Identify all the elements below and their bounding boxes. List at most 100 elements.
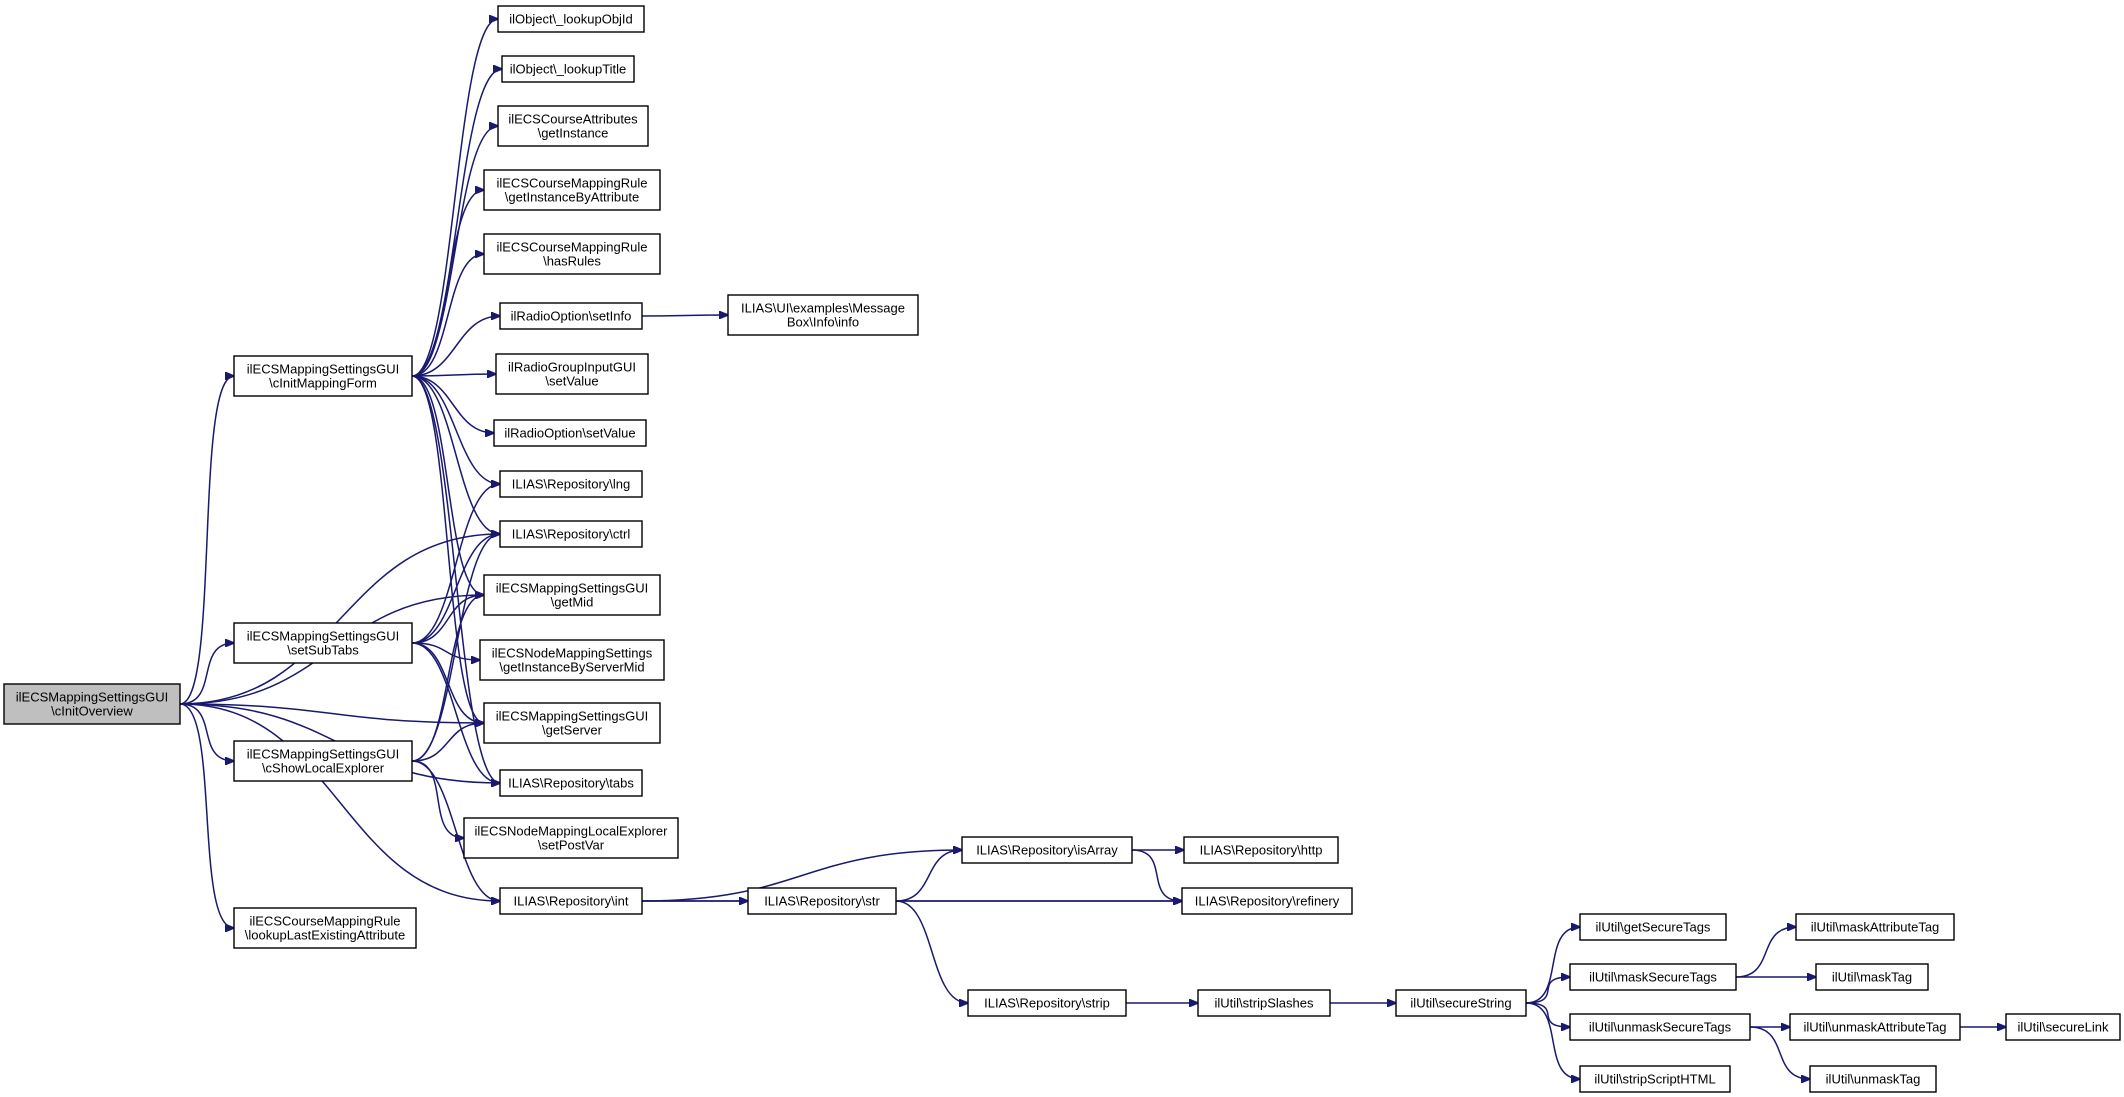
node-label-line: ilUtil\unmaskTag — [1826, 1072, 1921, 1087]
node-box[interactable] — [961, 836, 1133, 864]
node-show-local[interactable]: ilECSMappingSettingsGUI\cShowLocalExplor… — [233, 740, 413, 782]
node-box[interactable] — [747, 887, 897, 915]
node-box[interactable] — [1789, 1013, 1961, 1041]
node-box[interactable] — [483, 233, 661, 275]
node-box[interactable] — [967, 989, 1127, 1017]
node-box[interactable] — [1579, 913, 1727, 941]
node-get-mid[interactable]: ilECSMappingSettingsGUI\getMid — [483, 574, 661, 616]
node-label-line: \getInstanceByServerMid — [499, 660, 644, 675]
node-strip-slashes[interactable]: ilUtil\stripSlashes — [1197, 989, 1331, 1017]
node-box[interactable] — [1569, 963, 1737, 991]
node-box[interactable] — [1183, 836, 1339, 864]
node-box[interactable] — [501, 55, 635, 83]
node-box[interactable] — [479, 639, 665, 681]
node-box[interactable] — [493, 419, 647, 447]
node-label-line: \getInstance — [538, 126, 609, 141]
node-mask-attr-tag[interactable]: ilUtil\maskAttributeTag — [1795, 913, 1955, 941]
node-box[interactable] — [483, 574, 661, 616]
node-box[interactable] — [495, 353, 649, 395]
edge-init-mapping-to-lookup-title — [411, 69, 502, 377]
node-box[interactable] — [1809, 1065, 1937, 1093]
node-box[interactable] — [499, 887, 643, 915]
node-http[interactable]: ILIAS\Repository\http — [1183, 836, 1339, 864]
node-box[interactable] — [233, 622, 413, 664]
node-int[interactable]: ILIAS\Repository\int — [499, 887, 643, 915]
node-box[interactable] — [499, 302, 643, 330]
node-label-line: \getInstanceByAttribute — [505, 190, 639, 205]
edge-root-to-init-mapping — [179, 376, 234, 705]
node-box[interactable] — [3, 683, 181, 725]
node-unmask-attr-tag[interactable]: ilUtil\unmaskAttributeTag — [1789, 1013, 1961, 1041]
node-box[interactable] — [483, 702, 661, 744]
node-label-line: ILIAS\Repository\http — [1200, 843, 1323, 858]
node-secure-string[interactable]: ilUtil\secureString — [1395, 989, 1527, 1017]
node-box[interactable] — [1569, 1013, 1751, 1041]
edge-init-mapping-to-lng — [411, 375, 500, 484]
edge-init-mapping-to-has-rules — [411, 254, 484, 377]
node-box[interactable] — [499, 520, 643, 548]
node-get-server[interactable]: ilECSMappingSettingsGUI\getServer — [483, 702, 661, 744]
node-label-line: ilRadioGroupInputGUI — [508, 360, 636, 375]
node-rule-by-attr[interactable]: ilECSCourseMappingRule\getInstanceByAttr… — [483, 169, 661, 211]
node-refinery[interactable]: ILIAS\Repository\refinery — [1181, 887, 1353, 915]
node-box[interactable] — [1197, 989, 1331, 1017]
edge-init-mapping-to-set-info — [411, 316, 500, 377]
node-label-line: Box\Info\info — [787, 315, 859, 330]
node-lookup-obj-id[interactable]: ilObject\_lookupObjId — [497, 5, 645, 33]
node-box[interactable] — [463, 817, 679, 859]
node-box[interactable] — [1815, 963, 1929, 991]
node-label-line: \setPostVar — [538, 838, 605, 853]
node-get-secure-tags[interactable]: ilUtil\getSecureTags — [1579, 913, 1727, 941]
node-lookup-title[interactable]: ilObject\_lookupTitle — [501, 55, 635, 83]
node-str[interactable]: ILIAS\Repository\str — [747, 887, 897, 915]
node-box[interactable] — [483, 169, 661, 211]
node-box[interactable] — [233, 907, 417, 949]
edge-init-mapping-to-radio-group — [411, 374, 496, 376]
node-box[interactable] — [499, 769, 643, 797]
node-box[interactable] — [1395, 989, 1527, 1017]
node-unmask-tag[interactable]: ilUtil\unmaskTag — [1809, 1065, 1937, 1093]
node-box[interactable] — [497, 105, 649, 147]
edge-secure-string-to-get-secure-tags — [1525, 927, 1580, 1004]
node-course-attr[interactable]: ilECSCourseAttributes\getInstance — [497, 105, 649, 147]
node-label-line: \cInitMappingForm — [269, 376, 377, 391]
node-root[interactable]: ilECSMappingSettingsGUI\cInitOverview — [3, 683, 181, 725]
edge-init-mapping-to-ctrl — [411, 375, 500, 534]
node-box[interactable] — [1795, 913, 1955, 941]
node-lng[interactable]: ILIAS\Repository\lng — [499, 470, 643, 498]
node-local-explorer[interactable]: ilECSNodeMappingLocalExplorer\setPostVar — [463, 817, 679, 859]
node-box[interactable] — [233, 740, 413, 782]
node-box[interactable] — [499, 470, 643, 498]
node-set-sub-tabs[interactable]: ilECSMappingSettingsGUI\setSubTabs — [233, 622, 413, 664]
node-radio-group[interactable]: ilRadioGroupInputGUI\setValue — [495, 353, 649, 395]
node-tabs[interactable]: ILIAS\Repository\tabs — [499, 769, 643, 797]
node-label-line: ilRadioOption\setInfo — [511, 309, 632, 324]
node-set-info[interactable]: ilRadioOption\setInfo — [499, 302, 643, 330]
node-box[interactable] — [233, 355, 413, 397]
edge-show-local-to-int — [411, 760, 500, 901]
node-label-line: ilECSCourseMappingRule — [496, 176, 647, 191]
node-mask-secure-tags[interactable]: ilUtil\maskSecureTags — [1569, 963, 1737, 991]
node-secure-link[interactable]: ilUtil\secureLink — [2005, 1013, 2121, 1041]
node-node-mapping[interactable]: ilECSNodeMappingSettings\getInstanceBySe… — [479, 639, 665, 681]
node-has-rules[interactable]: ilECSCourseMappingRule\hasRules — [483, 233, 661, 275]
node-ctrl[interactable]: ILIAS\Repository\ctrl — [499, 520, 643, 548]
node-label-line: \cInitOverview — [51, 704, 133, 719]
node-label-line: ilECSMappingSettingsGUI — [16, 690, 168, 705]
node-box[interactable] — [2005, 1013, 2121, 1041]
node-box[interactable] — [1579, 1065, 1731, 1093]
node-init-mapping[interactable]: ilECSMappingSettingsGUI\cInitMappingForm — [233, 355, 413, 397]
node-is-array[interactable]: ILIAS\Repository\isArray — [961, 836, 1133, 864]
node-unmask-secure-tags[interactable]: ilUtil\unmaskSecureTags — [1569, 1013, 1751, 1041]
edges-layer — [179, 19, 2006, 1079]
node-box[interactable] — [727, 294, 919, 336]
node-strip-script-html[interactable]: ilUtil\stripScriptHTML — [1579, 1065, 1731, 1093]
node-box[interactable] — [497, 5, 645, 33]
node-strip[interactable]: ILIAS\Repository\strip — [967, 989, 1127, 1017]
node-mask-tag[interactable]: ilUtil\maskTag — [1815, 963, 1929, 991]
node-lookup-last[interactable]: ilECSCourseMappingRule\lookupLastExistin… — [233, 907, 417, 949]
node-radio-set-value[interactable]: ilRadioOption\setValue — [493, 419, 647, 447]
node-box[interactable] — [1181, 887, 1353, 915]
